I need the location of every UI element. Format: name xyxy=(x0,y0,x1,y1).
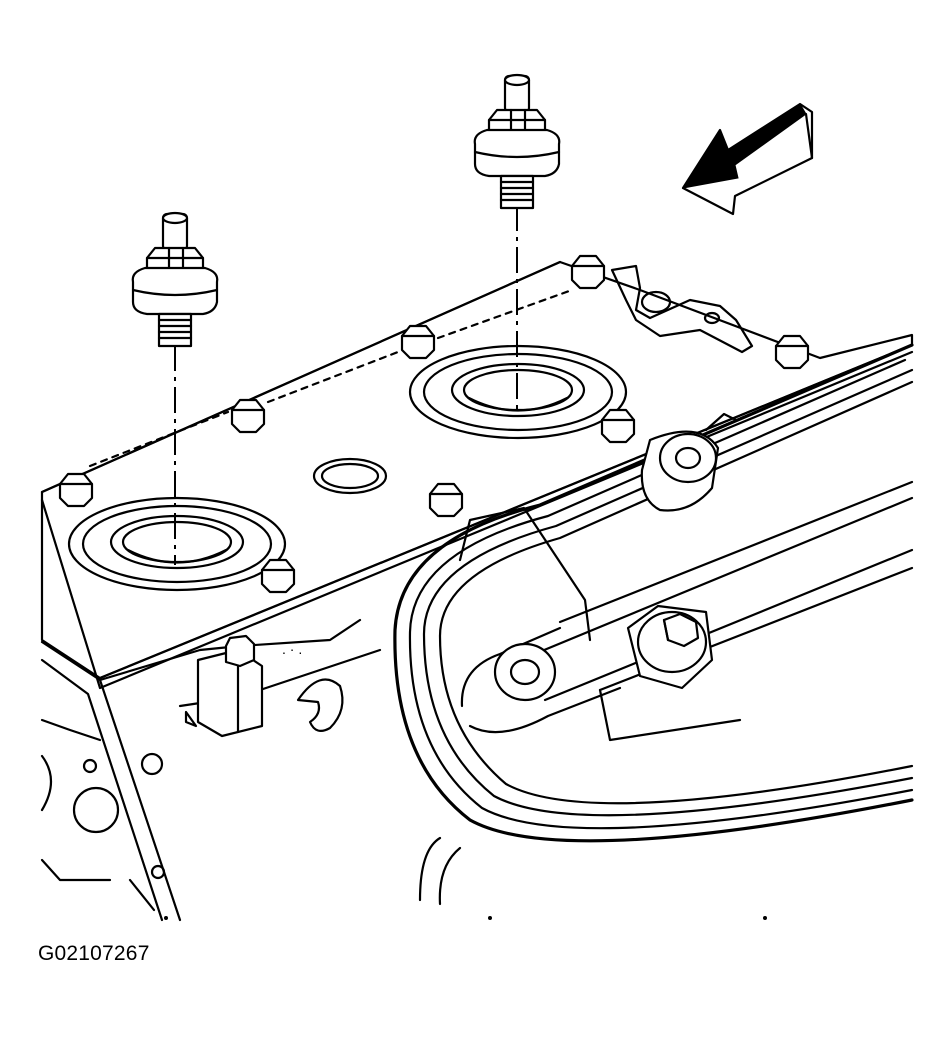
engine-block-side xyxy=(40,640,182,922)
lower-edge xyxy=(164,836,767,920)
knock-sensor-icon xyxy=(473,73,561,210)
front-bracket: . · . xyxy=(98,618,382,738)
figure-id-label: G02107267 xyxy=(38,942,150,965)
left-sensor-bore xyxy=(67,496,287,592)
harness-connector xyxy=(640,412,738,512)
wiring-bracket xyxy=(610,264,754,354)
knock-sensor-icon xyxy=(131,211,219,348)
svg-text:. · .: . · . xyxy=(282,641,302,657)
bolt-icon xyxy=(626,604,714,690)
arrow-icon xyxy=(681,102,814,216)
bolt-icon xyxy=(58,254,810,594)
lower-rail xyxy=(458,480,914,742)
wire-harness xyxy=(393,343,914,843)
small-port xyxy=(312,457,388,495)
